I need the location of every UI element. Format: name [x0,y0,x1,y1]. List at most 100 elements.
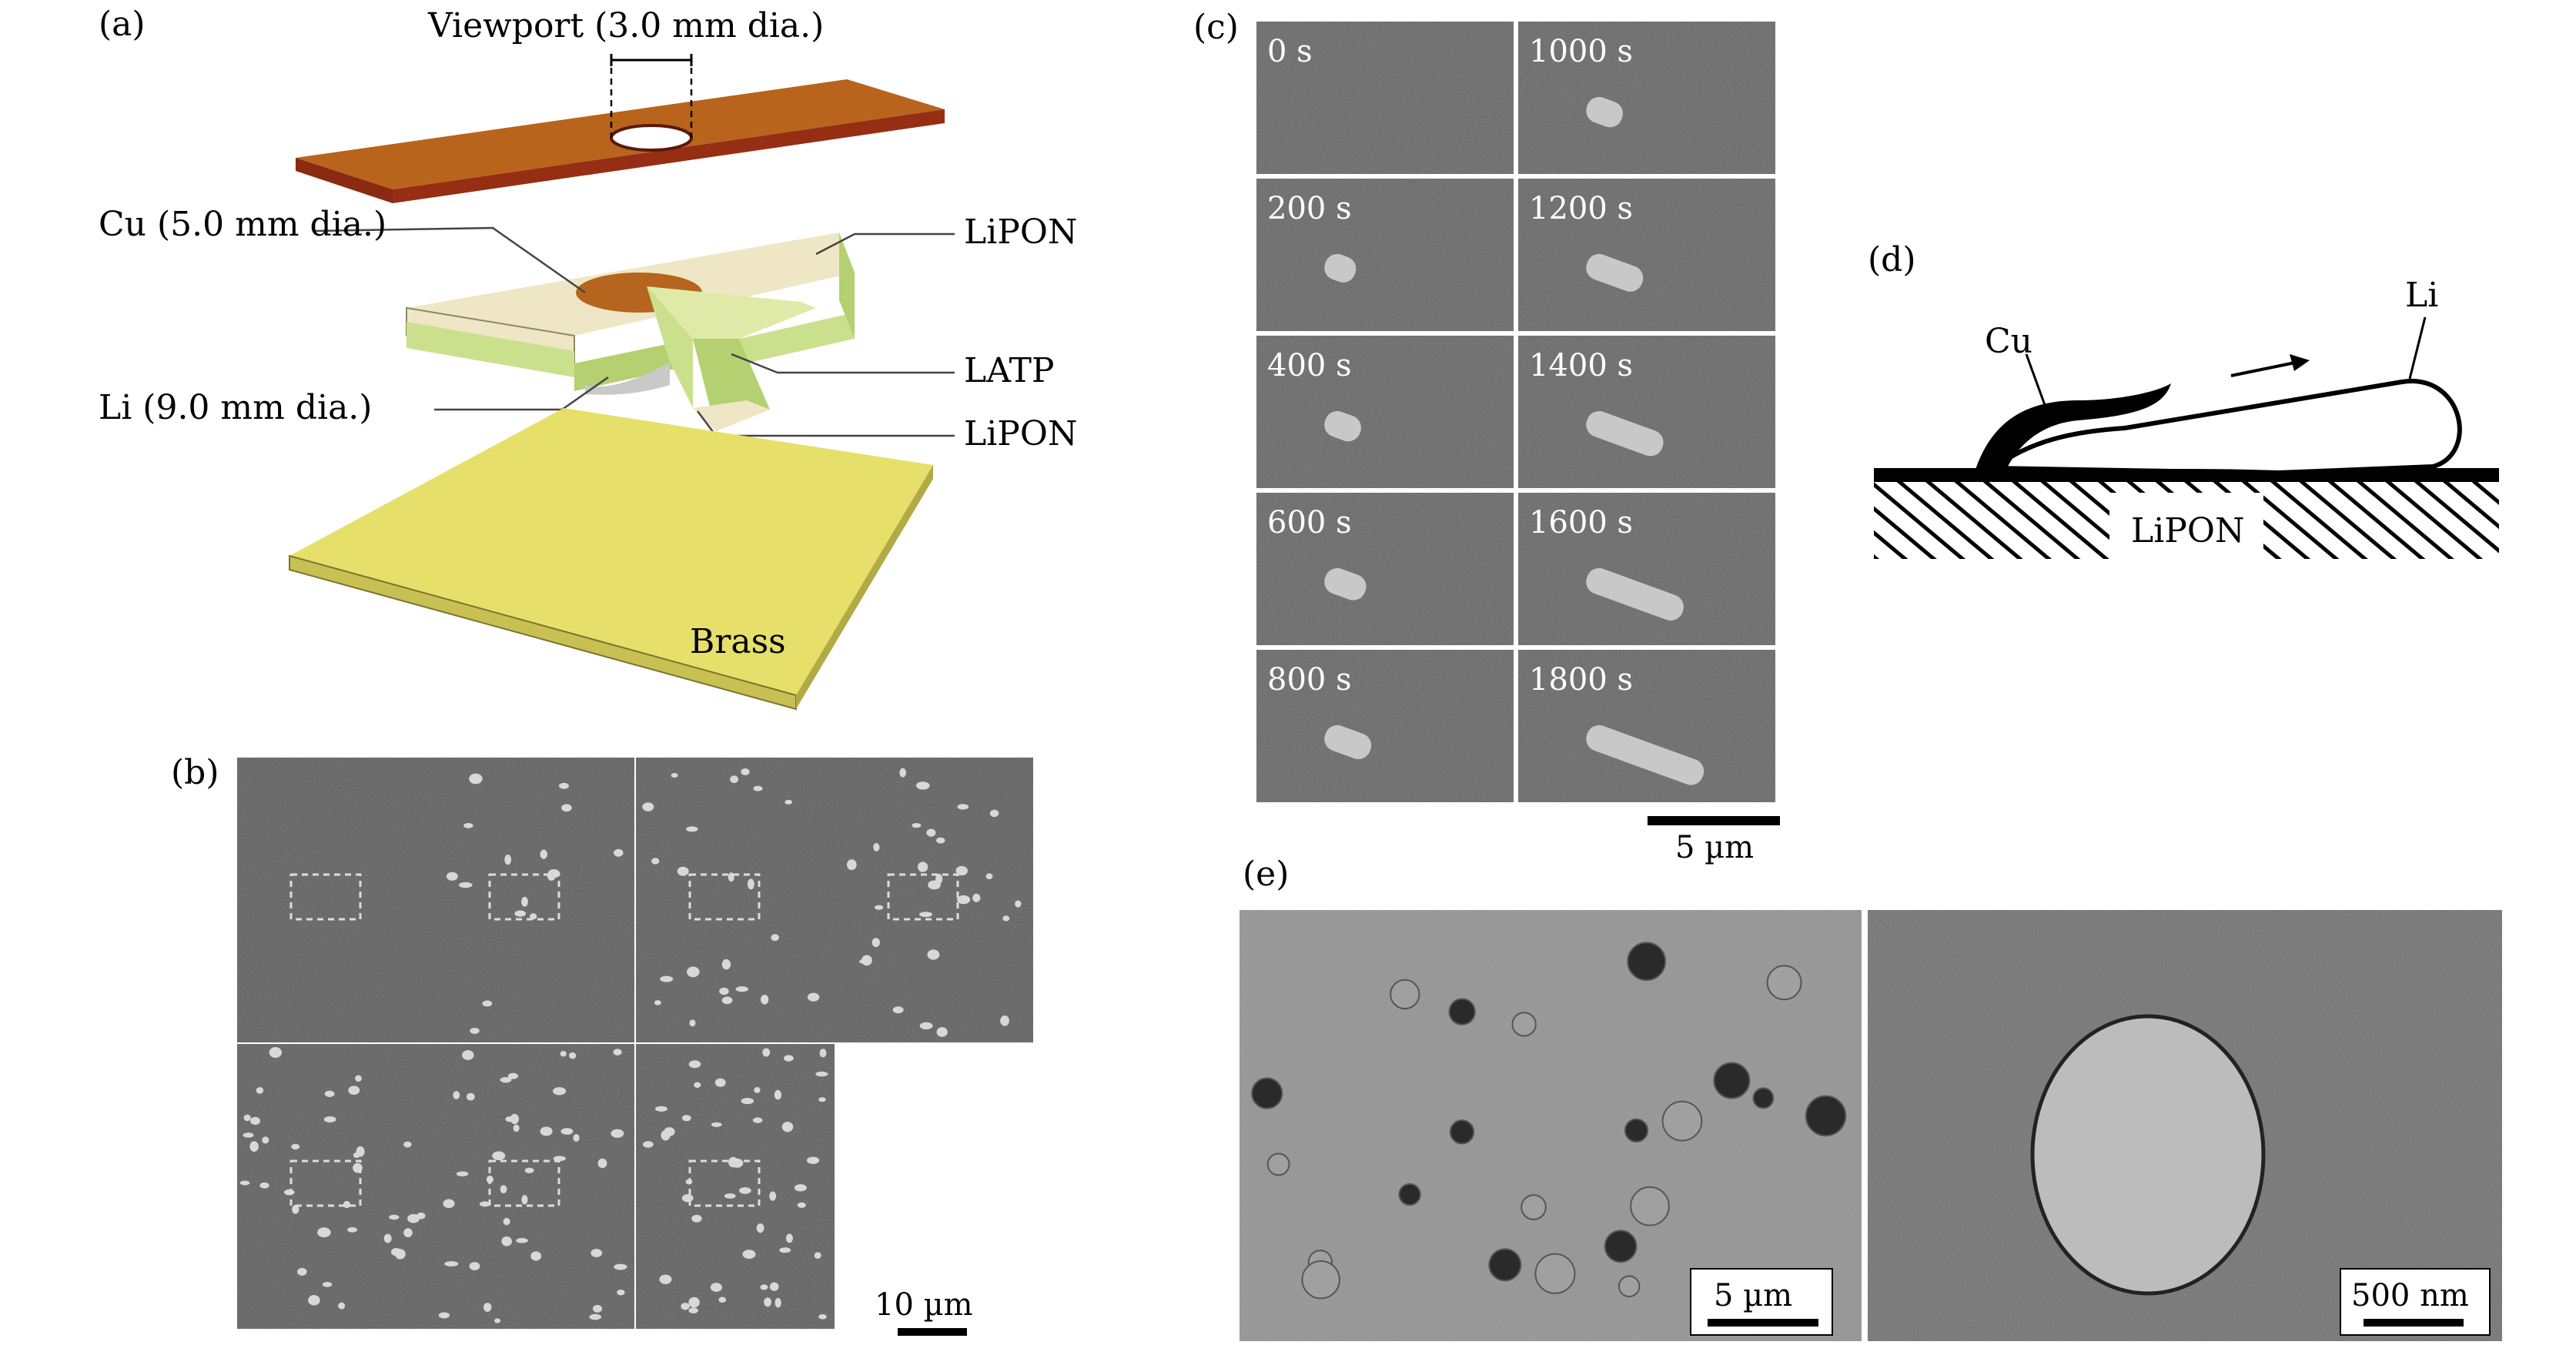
li-particle [769,1282,779,1291]
frame-time-label: 1600 s [1529,505,1633,540]
panel-c-label: (c) [1193,8,1239,47]
li-particle [785,799,792,805]
li-particle [688,1060,701,1069]
li-particle [761,995,769,1005]
li-particle [514,910,527,917]
li-particle [785,1233,793,1243]
cut-wedge-lipon [693,400,770,431]
panel-e: (e) 5 µm 500 nm [1239,855,2502,1343]
li-particle [989,809,999,818]
scale-label-c: 5 µm [1675,830,1754,865]
li-particle [747,878,754,890]
panel-a: (a) Viewport (3.0 mm dia.) Cu Cu (5.0 mm… [99,5,1077,711]
li-particle [560,1128,574,1135]
li-particle [256,1087,264,1094]
li-particle-large [2030,1014,2266,1296]
li-particle [739,1187,751,1194]
li-particle [642,802,654,811]
leader-li-d [2408,316,2427,380]
li-whisker-particle [1586,724,1705,785]
li-particle [957,895,971,905]
li-particle [659,1274,672,1285]
roi-box [289,873,362,921]
li-pit [1713,1062,1751,1099]
li-pit [1488,1248,1522,1282]
li-particle [383,1233,392,1243]
li-particle [573,1133,580,1142]
li-particle [589,1313,602,1320]
li-particle [482,1000,493,1007]
li-particle [936,1027,948,1037]
li-pit [1604,1230,1638,1263]
li-whisker-particle [1586,253,1644,292]
leader-cu-disc [313,226,586,294]
cu-top-plate-edge-left [296,158,393,203]
li-particle [912,822,922,828]
li-particle [917,862,928,872]
li-particle [664,1127,675,1136]
li-whisker [1987,379,2462,476]
cut-wedge-left [647,286,693,408]
brass-edge-right [796,465,933,709]
sem-frame-noise [1256,179,1514,331]
sem-frame-noise [1518,493,1775,645]
li-pit [1511,1012,1537,1037]
li-particle [681,1194,694,1203]
li-particle [403,1228,413,1238]
sem-tile-noise [237,1044,436,1329]
cu-label-d: Cu [1985,322,2032,361]
li-pit [1630,1186,1670,1226]
li-particle [613,1049,622,1056]
roi-box [688,873,761,921]
li-particle [469,773,483,785]
li-particle [443,1199,455,1209]
li-particle [1002,915,1010,922]
li-particle [807,992,820,1002]
li-particle [642,1141,654,1148]
li-particle [1015,900,1022,908]
li-disc [585,362,670,395]
panel-d-label: (d) [1868,240,1916,279]
li-pit [1251,1077,1283,1109]
li-particle [395,1249,406,1260]
sem-tile-noise [436,1044,634,1329]
roi-box [887,873,959,921]
li-particle [456,1171,469,1176]
li-particle [500,1076,512,1083]
latp-front-left [406,322,574,377]
frame-time-label: 1000 s [1529,34,1633,69]
li-particle [871,938,880,948]
li-particle [239,1180,250,1186]
li-particle [779,1247,791,1253]
li-pit [1627,942,1667,982]
li-particle [614,1263,627,1270]
li-whisker-particle [1324,724,1372,760]
li-particle [269,1047,282,1059]
li-particle [710,1283,723,1292]
li-particle [819,1049,827,1058]
li-particle [507,1072,519,1079]
cu-layer [1975,383,2171,470]
li-particle [503,1217,510,1226]
li-particle [505,1116,514,1123]
li-particle [818,1097,826,1102]
li-particle [553,1087,567,1096]
li-particle [466,1092,475,1101]
li-particle [317,1227,331,1238]
li-whisker-particle [1324,253,1357,283]
li-particle [955,865,969,876]
li-particle [243,1114,251,1122]
li-particle [721,996,733,1005]
viewport-hole [610,124,693,152]
li-particle [815,1071,828,1077]
li-particle [558,782,569,789]
frame-time-label: 0 s [1267,34,1313,69]
li-particle [671,773,678,778]
li-particle [458,882,473,888]
li-particle [719,987,729,995]
li-pit [1301,1260,1340,1300]
cut-wedge-top [647,286,816,339]
li-particle [936,837,945,844]
